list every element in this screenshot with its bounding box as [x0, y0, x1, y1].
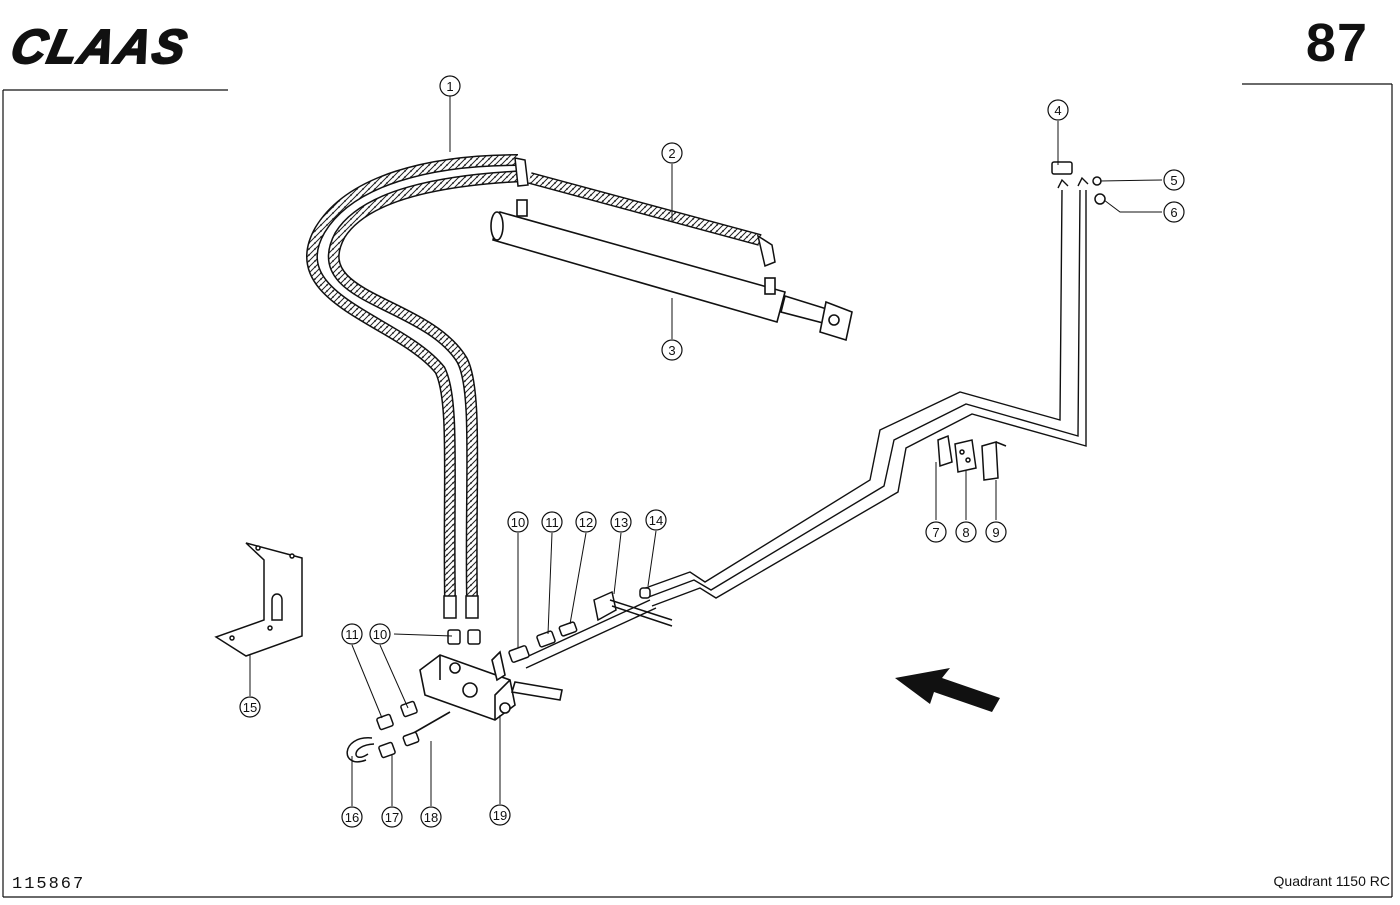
callout-13: 13	[610, 511, 632, 533]
callout-4: 4	[1047, 99, 1069, 121]
svg-text:10: 10	[511, 515, 525, 530]
sheet-frame	[2, 83, 1393, 898]
svg-text:11: 11	[545, 515, 559, 530]
direction-arrow	[895, 668, 1000, 712]
claas-logo: CLAAS	[5, 19, 194, 74]
svg-text:17: 17	[385, 810, 399, 825]
pipe-clamps	[937, 434, 1007, 481]
callout-6: 6	[1163, 201, 1185, 223]
callout-8: 8	[955, 521, 977, 543]
callout-7: 7	[925, 521, 947, 543]
callout-15: 15	[239, 696, 261, 718]
svg-text:15: 15	[243, 700, 257, 715]
page-number: 87	[1305, 13, 1368, 73]
callout-16: 16	[341, 806, 363, 828]
mounting-bracket	[214, 542, 303, 657]
callouts: 1 2 3 4 5 6 7 8 9 10 11 12 13 14 10 11 1…	[239, 75, 1185, 828]
svg-text:13: 13	[614, 515, 628, 530]
leader-lines	[249, 96, 1163, 806]
callout-1: 1	[439, 75, 461, 97]
document-number: 115867	[12, 875, 86, 894]
callout-9: 9	[985, 521, 1007, 543]
svg-text:6: 6	[1170, 205, 1177, 220]
svg-text:1: 1	[446, 79, 453, 94]
callout-3: 3	[661, 339, 683, 361]
svg-text:8: 8	[962, 525, 969, 540]
svg-text:16: 16	[345, 810, 359, 825]
callout-17: 17	[381, 806, 403, 828]
svg-text:11: 11	[345, 627, 359, 642]
logo-text: CLAAS	[6, 20, 193, 73]
svg-text:5: 5	[1170, 173, 1177, 188]
svg-text:18: 18	[424, 810, 438, 825]
callout-2: 2	[661, 142, 683, 164]
svg-text:3: 3	[668, 343, 675, 358]
callout-10: 10	[507, 511, 529, 533]
callout-10-lower: 10	[369, 623, 391, 645]
hydraulic-cylinder	[490, 199, 853, 342]
svg-text:7: 7	[932, 525, 939, 540]
callout-5: 5	[1163, 169, 1185, 191]
fittings	[346, 161, 1106, 763]
svg-text:19: 19	[493, 808, 507, 823]
hydraulic-hoses	[306, 154, 776, 619]
model-name: Quadrant 1150 RC	[1273, 873, 1390, 889]
callout-18: 18	[420, 806, 442, 828]
svg-text:2: 2	[668, 146, 675, 161]
callout-12: 12	[575, 511, 597, 533]
callout-11: 11	[541, 511, 563, 533]
callout-14: 14	[645, 509, 667, 531]
svg-text:4: 4	[1054, 103, 1061, 118]
svg-text:9: 9	[992, 525, 999, 540]
svg-text:12: 12	[579, 515, 593, 530]
control-valve	[409, 650, 563, 736]
callout-11-lower: 11	[341, 623, 363, 645]
svg-text:10: 10	[373, 627, 387, 642]
callout-19: 19	[489, 804, 511, 826]
svg-text:14: 14	[649, 513, 663, 528]
steel-pipes	[519, 176, 1089, 669]
